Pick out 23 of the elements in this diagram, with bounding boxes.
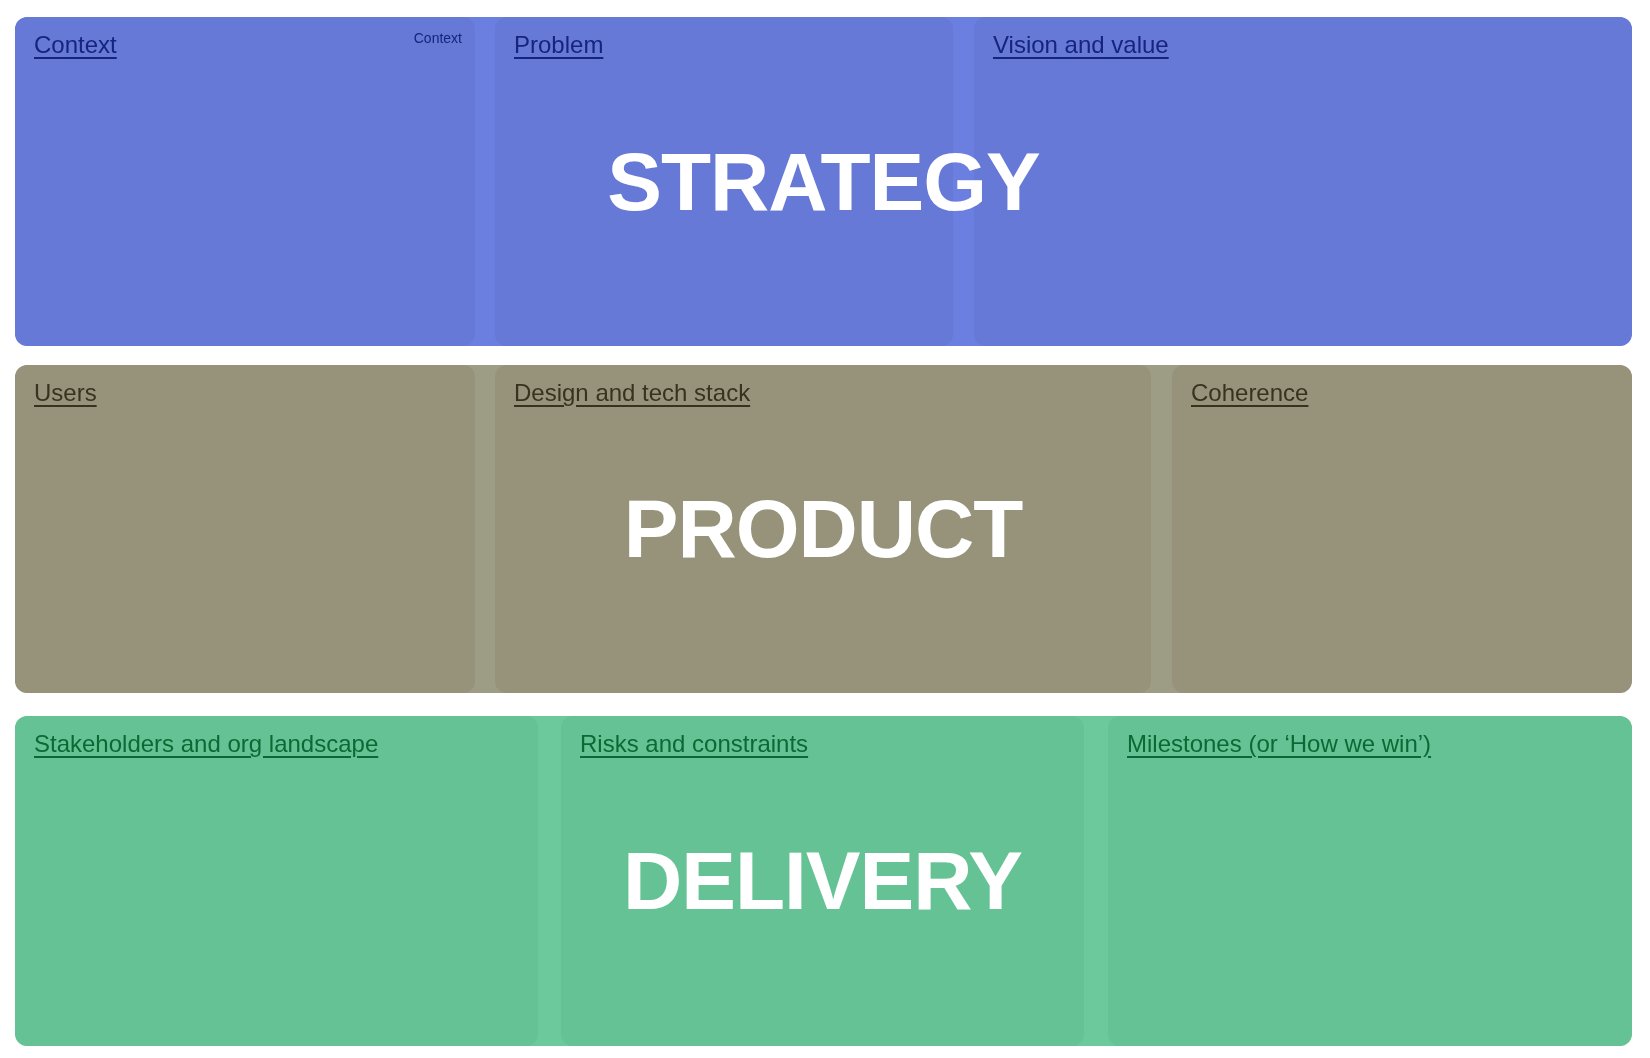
section-card bbox=[1108, 716, 1632, 1046]
section-heading-link: Coherence bbox=[1191, 378, 1309, 408]
band-title: DELIVERY bbox=[622, 836, 1022, 926]
tag-label: Context bbox=[413, 29, 462, 47]
section-card bbox=[561, 716, 1084, 1046]
section-heading-link: Risks and constraints bbox=[580, 729, 809, 759]
section-heading-link: Vision and value bbox=[993, 30, 1169, 60]
section-heading-link: Design and tech stack bbox=[514, 378, 751, 408]
section-heading-link: Stakeholders and org landscape bbox=[34, 729, 379, 759]
section-heading-link: Users bbox=[34, 378, 97, 408]
section-band bbox=[15, 716, 1632, 1046]
section-band bbox=[15, 17, 1632, 346]
section-card bbox=[495, 365, 1151, 693]
section-card bbox=[15, 716, 538, 1046]
section-heading-link: Milestones (or ‘How we win’) bbox=[1127, 729, 1432, 759]
section-heading-link: Context bbox=[34, 30, 117, 60]
section-band bbox=[15, 365, 1632, 693]
band-title: STRATEGY bbox=[607, 136, 1040, 227]
section-card bbox=[15, 365, 475, 693]
section-card bbox=[1172, 365, 1632, 693]
section-heading-link: Problem bbox=[514, 30, 604, 60]
section-card bbox=[15, 17, 475, 346]
band-title: PRODUCT bbox=[623, 484, 1023, 574]
